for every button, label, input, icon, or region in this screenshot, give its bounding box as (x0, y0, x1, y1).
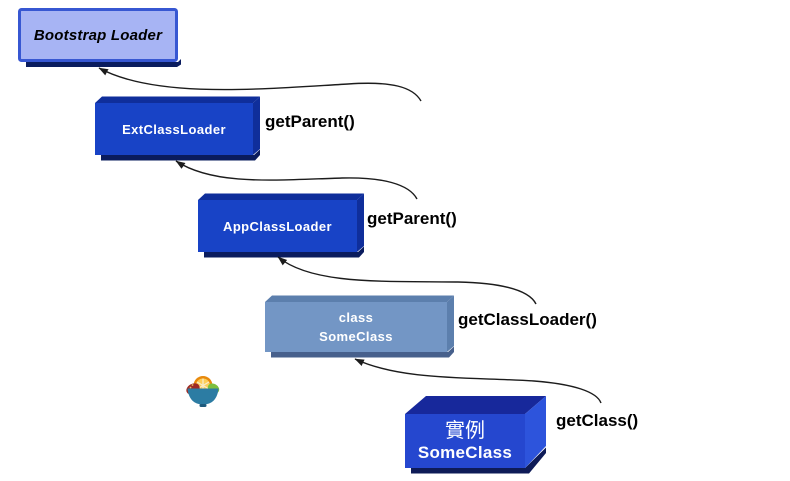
box-front-face (405, 414, 525, 468)
arrows (98, 67, 602, 404)
bootstrap-loader-box (18, 8, 181, 67)
berry-dot (191, 384, 194, 386)
box-top-face (405, 396, 546, 414)
box-shadow (411, 447, 546, 474)
arrow-someclass-to-app (277, 256, 537, 305)
box-right-face (357, 193, 364, 252)
box-front-face (198, 200, 357, 252)
box-right-face (253, 96, 260, 155)
ext-classloader-box (95, 96, 260, 161)
box-right-face (447, 295, 454, 352)
box-right-face (525, 396, 546, 468)
app-classloader-box (198, 193, 364, 258)
bowl (187, 388, 219, 405)
box-top-face (265, 295, 454, 302)
arrow-instance-to-someclass (354, 358, 602, 404)
berry-dot (189, 386, 192, 389)
box-front-face (18, 8, 178, 62)
box-top-face (95, 96, 260, 103)
box-top-face (198, 193, 364, 200)
bowl-foot (199, 404, 207, 407)
arrow-app-to-ext (175, 160, 418, 200)
instance-box (405, 396, 546, 474)
someclass-box (265, 295, 454, 358)
box-front-face (265, 302, 447, 352)
box-front-face (95, 103, 253, 155)
fruit-bowl-icon (186, 376, 220, 407)
box-shadow (26, 59, 181, 67)
arrow-ext-to-bootstrap (98, 67, 422, 102)
